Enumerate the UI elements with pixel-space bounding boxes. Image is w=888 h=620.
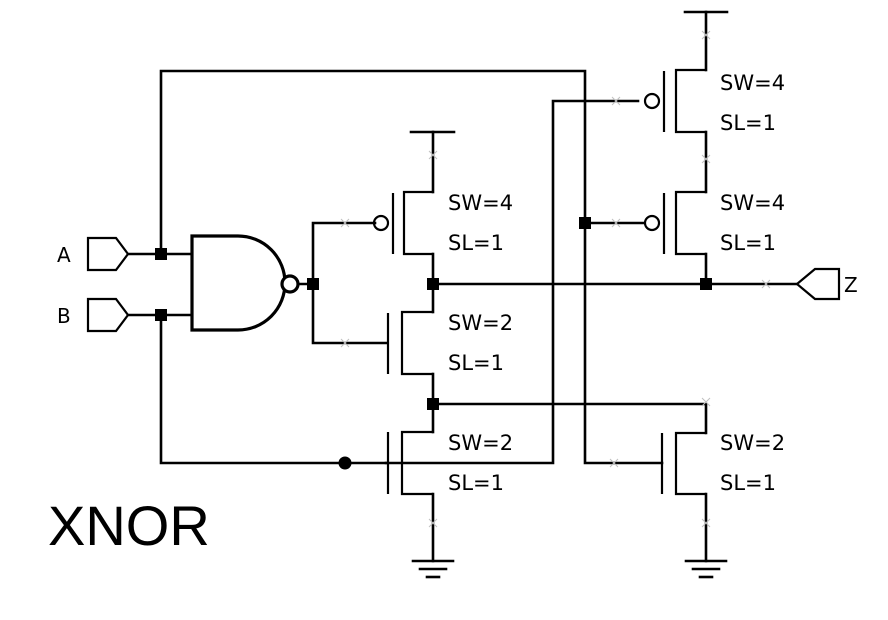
junction-dots <box>155 217 712 470</box>
wire-a-bus <box>159 69 616 465</box>
nmos-inverter <box>386 310 433 376</box>
pmos-top <box>643 68 706 134</box>
pmos-inverter <box>372 190 433 256</box>
junction-nand-out <box>307 278 319 290</box>
nmos-right <box>660 431 706 496</box>
left-stack <box>372 130 456 579</box>
pmid-sl-label: SL=1 <box>720 231 776 255</box>
nright-sw-label: SW=2 <box>720 431 785 455</box>
junction-b-bottom <box>338 456 352 470</box>
nright-sl-label: SL=1 <box>720 471 776 495</box>
connection-marks <box>340 30 771 528</box>
pin-a-label: A <box>57 243 71 267</box>
nand-bubble <box>280 274 300 294</box>
wire-to-pinv-gate <box>311 221 377 286</box>
ptop-sw-label: SW=4 <box>720 71 785 95</box>
wire-b-bus <box>159 313 347 465</box>
junction-b <box>155 309 167 321</box>
pmos-mid <box>643 190 706 256</box>
nbot-sl-label: SL=1 <box>448 471 504 495</box>
ninv-sw-label: SW=2 <box>448 311 513 335</box>
pin-a-icon <box>86 236 130 272</box>
wires <box>126 69 799 465</box>
pin-b-label: B <box>57 304 71 328</box>
junction-mid-node <box>427 398 439 410</box>
wire-node-to-nright <box>431 402 708 435</box>
junction-inv-out <box>427 278 439 290</box>
ninv-sl-label: SL=1 <box>448 351 504 375</box>
pin-z-icon <box>795 267 841 301</box>
wire-b-to-ptop-gate <box>384 99 640 465</box>
pmid-sw-label: SW=4 <box>720 191 785 215</box>
nmos-bottom <box>386 430 433 496</box>
junction-a <box>155 248 167 260</box>
ground-left-icon <box>411 559 455 579</box>
nand-gate <box>190 234 300 332</box>
junction-a-pmid <box>579 217 591 229</box>
wire-to-ninv-gate <box>311 282 388 345</box>
pin-z-label: Z <box>844 273 858 297</box>
pin-b-icon <box>86 297 130 333</box>
nand-body <box>190 234 287 332</box>
right-stack <box>612 10 729 579</box>
pinv-sw-label: SW=4 <box>448 191 513 215</box>
ptop-sl-label: SL=1 <box>720 111 776 135</box>
ground-right-icon <box>684 559 728 579</box>
junction-out-z <box>700 278 712 290</box>
nbot-sw-label: SW=2 <box>448 431 513 455</box>
pinv-sl-label: SL=1 <box>448 231 504 255</box>
page-title: XNOR <box>48 494 210 557</box>
